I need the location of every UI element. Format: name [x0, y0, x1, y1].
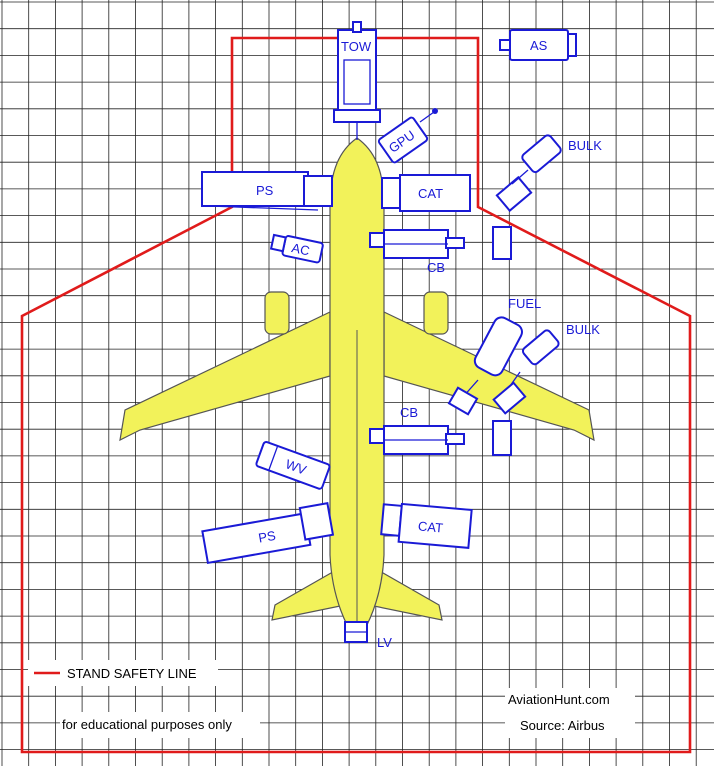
legend-label: STAND SAFETY LINE: [67, 666, 197, 681]
left-engine: [264, 291, 290, 335]
cb-aft-label: CB: [400, 405, 418, 420]
bulk-aft-label: BULK: [566, 322, 600, 337]
air-conditioning-unit[interactable]: AC: [269, 233, 324, 264]
container-loader-forward[interactable]: CB: [369, 229, 465, 275]
right-engine: [423, 291, 449, 335]
ps-aft-label: PS: [257, 528, 277, 546]
gpu-unit[interactable]: GPU: [377, 116, 429, 164]
water-vehicle[interactable]: WV: [255, 441, 331, 490]
site-credit: AviationHunt.com: [508, 692, 610, 707]
catering-truck-forward[interactable]: CAT: [381, 174, 471, 212]
stand-safety-line: [20, 36, 692, 754]
bulk-loader-aft[interactable]: BULK: [492, 322, 601, 415]
legend: STAND SAFETY LINE: [28, 660, 218, 686]
fuel-label: FUEL: [508, 296, 541, 311]
catering-truck-aft[interactable]: CAT: [380, 502, 473, 549]
educational-note: for educational purposes only: [62, 717, 232, 732]
ac-label: AC: [290, 240, 311, 258]
cat-forward-label: CAT: [418, 186, 443, 201]
bulk-cart-aft[interactable]: [492, 420, 512, 456]
wv-label: WV: [284, 456, 309, 477]
cb-forward-label: CB: [427, 260, 445, 275]
lavatory-vehicle[interactable]: LV: [344, 621, 392, 650]
container-loader-aft[interactable]: CB: [369, 405, 465, 455]
aircraft: [119, 137, 595, 641]
air-start-unit[interactable]: AS: [499, 29, 577, 61]
passenger-stairs-forward[interactable]: PS: [201, 171, 333, 211]
lv-label: LV: [377, 635, 392, 650]
bulk-cart-forward[interactable]: [492, 226, 512, 260]
source-credit: Source: Airbus: [520, 718, 605, 733]
tow-label: TOW: [341, 39, 372, 54]
fuel-truck[interactable]: FUEL: [447, 296, 541, 416]
tow-tractor[interactable]: TOW: [333, 21, 381, 140]
cat-aft-label: CAT: [417, 518, 443, 535]
passenger-stairs-aft[interactable]: PS: [201, 502, 335, 565]
bulk-forward-label: BULK: [568, 138, 602, 153]
as-label: AS: [530, 38, 548, 53]
ps-forward-label: PS: [256, 183, 274, 198]
bulk-loader-forward[interactable]: BULK: [495, 134, 602, 213]
